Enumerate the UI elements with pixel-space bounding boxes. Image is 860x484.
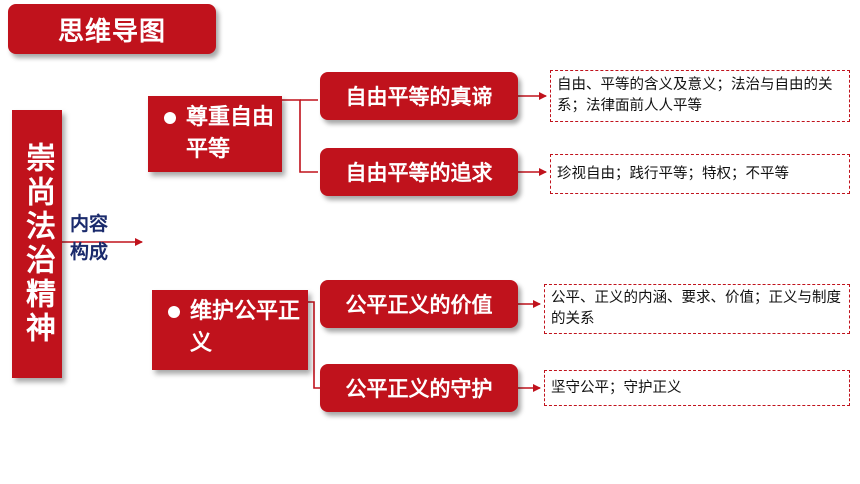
branch-node-1: 尊重自由平等 [148,96,282,172]
branch-label: 维护公平正义 [190,299,301,356]
note-1-2: 珍视自由；践行平等；特权；不平等 [550,154,850,194]
note-1-1: 自由、平等的含义及意义；法治与自由的关系；法律面前人人平等 [550,70,850,122]
note-text: 坚守公平；守护正义 [551,379,682,396]
branch-label: 尊重自由平等 [186,105,275,162]
note-text: 公平、正义的内涵、要求、价值；正义与制度的关系 [551,290,841,327]
sub-node-1-1: 自由平等的真谛 [320,72,518,120]
page-title: 思维导图 [8,4,216,54]
note-text: 珍视自由；践行平等；特权；不平等 [557,165,789,182]
sub-node-2-1: 公平正义的价值 [320,280,518,328]
branch-2-bracket [308,301,320,389]
sub-node-2-2: 公平正义的守护 [320,364,518,412]
note-2-1: 公平、正义的内涵、要求、价值；正义与制度的关系 [544,284,850,334]
branch-1-bracket [282,99,318,173]
section-label: 内容构成 [70,213,109,263]
note-text: 自由、平等的含义及意义；法治与自由的关系；法律面前人人平等 [557,77,833,114]
branch-node-2: 维护公平正义 [152,290,308,370]
note-2-2: 坚守公平；守护正义 [544,370,850,406]
sub-node-1-2: 自由平等的追求 [320,148,518,196]
root-node: 崇尚法治精神 [12,110,62,378]
bullet-dot-icon [168,306,180,318]
bullet-dot-icon [164,112,176,124]
